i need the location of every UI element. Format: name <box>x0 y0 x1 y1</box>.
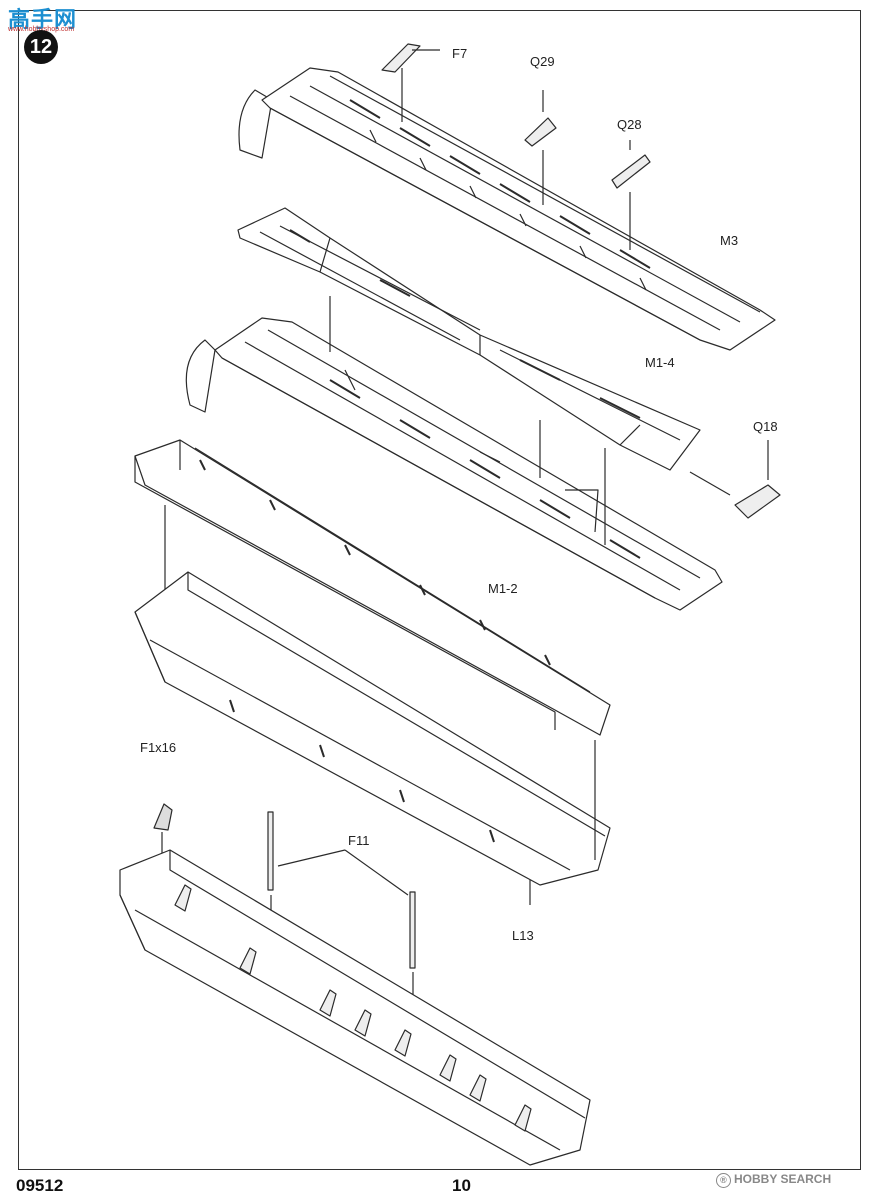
label-f7: F7 <box>452 46 468 61</box>
label-m1-2: M1-2 <box>488 581 518 596</box>
part-f7 <box>381 43 440 122</box>
part-q28 <box>611 140 651 250</box>
box-m1-2-part <box>134 439 611 736</box>
label-l13: L13 <box>512 928 534 943</box>
kit-code: 09512 <box>16 1176 64 1195</box>
part-q29 <box>524 90 557 205</box>
brand-text: HOBBY SEARCH <box>734 1172 832 1186</box>
watermark-site: www.hobbyshop.com <box>8 26 74 33</box>
label-m1-4: M1-4 <box>645 355 675 370</box>
label-f1x16: F1x16 <box>140 740 177 755</box>
label-q18: Q18 <box>753 419 778 434</box>
label-q29: Q29 <box>530 54 555 69</box>
page-number: 10 <box>452 1176 471 1195</box>
brand-mark-icon: ® <box>716 1173 731 1188</box>
watermark-logo: 高手网 <box>8 7 78 32</box>
rail-lower-part <box>185 317 723 611</box>
bottom-hull-part <box>119 849 591 1166</box>
hobby-search-watermark: ®HOBBY SEARCH <box>716 1172 831 1188</box>
label-q28: Q28 <box>617 117 642 132</box>
rail-m3-part <box>238 67 776 351</box>
part-q18 <box>689 440 781 519</box>
page-frame <box>18 10 861 1170</box>
hull-l13-part <box>134 571 611 905</box>
label-m3: M3 <box>720 233 739 248</box>
rail-m1-4-part <box>237 207 701 471</box>
label-f11: F11 <box>348 833 370 848</box>
step-number-badge: 12 <box>24 30 58 64</box>
